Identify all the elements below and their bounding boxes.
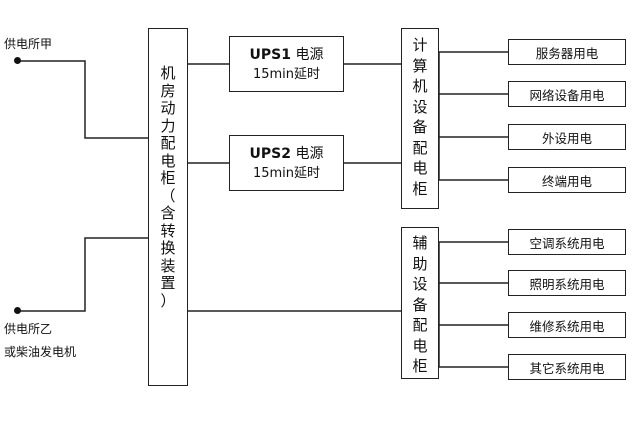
load-maintenance: 维修系统用电 — [508, 312, 626, 338]
ups2-suffix: 电源 — [291, 145, 324, 162]
source-a-label: 供电所甲 — [4, 37, 53, 51]
aux-equipment-cabinet: 辅 助 设 备 配 电 柜 — [401, 227, 439, 379]
source-b-label: 供电所乙 — [4, 322, 53, 336]
aux-cabinet-label: 辅 助 设 备 配 电 柜 — [412, 234, 428, 375]
line-source-b — [18, 237, 148, 312]
load-peripherals: 外设用电 — [508, 124, 626, 150]
source-a-dot — [14, 57, 21, 64]
computer-cabinet-label: 计 算 机 设 备 配 电 柜 — [412, 36, 428, 198]
ups2-box: UPS2 电源 15min延时 — [229, 135, 344, 191]
ups1-name: UPS1 — [249, 46, 291, 63]
ups2-name: UPS2 — [249, 145, 291, 162]
computer-equipment-cabinet: 计 算 机 设 备 配 电 柜 — [401, 28, 439, 209]
load-servers: 服务器用电 — [508, 39, 626, 65]
line-source-a — [18, 60, 148, 139]
load-air-conditioning: 空调系统用电 — [508, 229, 626, 255]
source-b-label-2: 或柴油发电机 — [4, 345, 77, 359]
load-other: 其它系统用电 — [508, 354, 626, 380]
main-power-cabinet: 机 房 动 力 配 电 柜 （ 含 转 换 装 置 ） — [148, 28, 188, 386]
source-b-dot — [14, 307, 21, 314]
load-lighting: 照明系统用电 — [508, 270, 626, 296]
ups2-delay: 15min延时 — [252, 165, 321, 181]
main-cabinet-label: 机 房 动 力 配 电 柜 （ 含 转 换 装 置 ） — [160, 64, 176, 310]
ups1-delay: 15min延时 — [252, 66, 321, 82]
load-network: 网络设备用电 — [508, 81, 626, 107]
ups1-box: UPS1 电源 15min延时 — [229, 36, 344, 92]
load-terminals: 终端用电 — [508, 167, 626, 193]
ups1-suffix: 电源 — [291, 46, 324, 63]
